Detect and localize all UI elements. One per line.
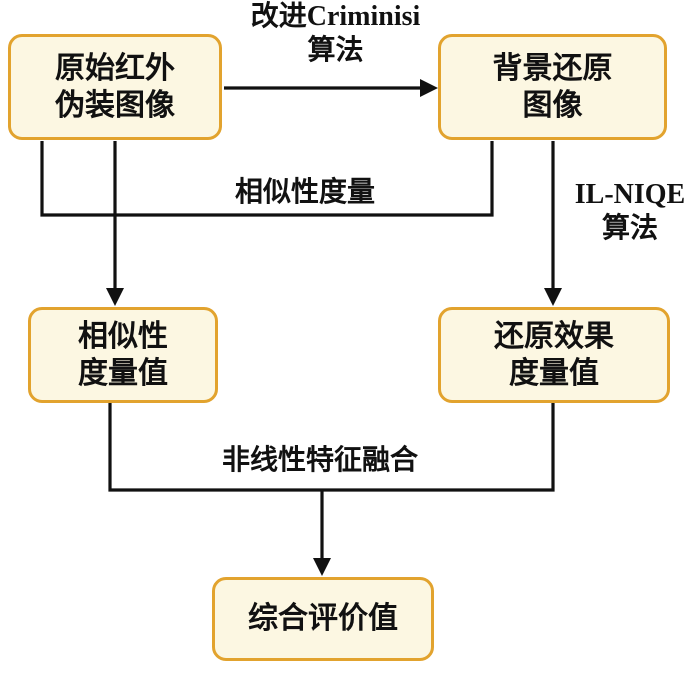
node-background-restored-image: 背景还原 图像 bbox=[438, 34, 667, 140]
node-original-label-line2: 伪装图像 bbox=[55, 89, 175, 122]
node-comprehensive-evaluation-value: 综合评价值 bbox=[212, 577, 434, 661]
node-original-label-line1: 原始红外 bbox=[55, 51, 175, 85]
arrow-criminisi-arrowhead bbox=[420, 79, 438, 97]
node-restoration-label-line1: 还原效果 bbox=[494, 319, 614, 353]
arrow-to-similarity-value-arrowhead bbox=[106, 288, 124, 306]
edge-label-nonlinear-fusion: 非线性特征融合 bbox=[155, 444, 485, 478]
node-similarity-label-line2: 度量值 bbox=[78, 357, 168, 390]
node-final-label: 综合评价值 bbox=[248, 602, 398, 636]
edge-label-ilniqe-algorithm: IL-NIQE 算法 bbox=[560, 178, 700, 245]
arrow-to-final-arrowhead bbox=[313, 558, 331, 576]
arrow-to-restoration-value-arrowhead bbox=[544, 288, 562, 306]
edge-label-criminisi-algorithm: 改进Criminisi 算法 bbox=[218, 0, 453, 67]
node-restoration-label-line2: 度量值 bbox=[509, 357, 599, 390]
edge-label-similarity-text: 相似性度量 bbox=[234, 177, 375, 208]
node-similarity-label-line1: 相似性 bbox=[78, 319, 168, 353]
node-original-infrared-image: 原始红外 伪装图像 bbox=[8, 34, 222, 140]
edge-label-ilniqe-line1: IL-NIQE bbox=[574, 179, 686, 210]
edge-label-ilniqe-line2: 算法 bbox=[601, 212, 658, 244]
node-restoration-effect-value: 还原效果 度量值 bbox=[438, 307, 670, 403]
edge-label-criminisi-line2: 算法 bbox=[307, 34, 364, 66]
edge-label-similarity-measure: 相似性度量 bbox=[190, 176, 420, 210]
edge-label-criminisi-line1: 改进Criminisi bbox=[250, 1, 421, 32]
node-restored-label-line1: 背景还原 bbox=[492, 51, 613, 85]
node-similarity-measure-value: 相似性 度量值 bbox=[28, 307, 218, 403]
edge-label-fusion-text: 非线性特征融合 bbox=[221, 445, 418, 476]
node-restored-label-line2: 图像 bbox=[522, 89, 583, 122]
